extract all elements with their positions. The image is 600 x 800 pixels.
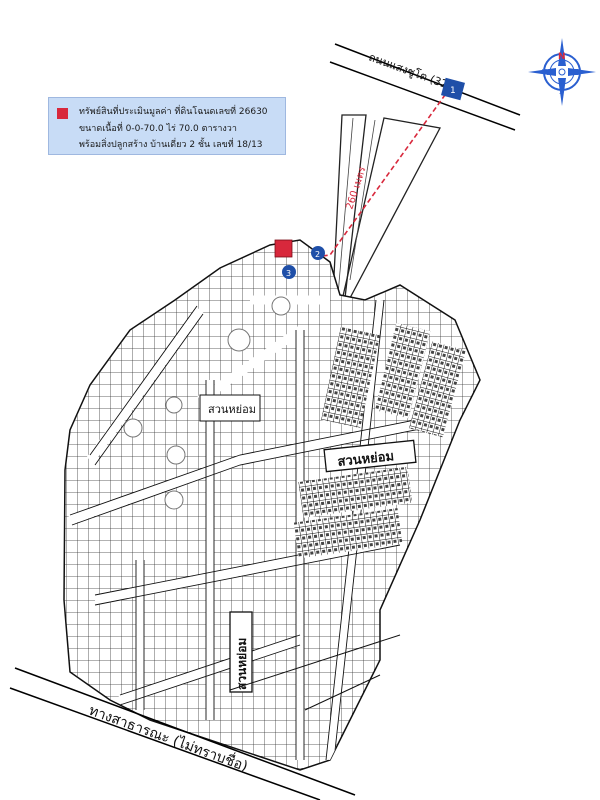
compass-west: W bbox=[542, 68, 550, 77]
top-road bbox=[329, 43, 521, 131]
legend-box: ทรัพย์สินที่ประเมินมูลค่า ที่ดินโฉนดเลขท… bbox=[48, 97, 286, 155]
route-line bbox=[291, 87, 451, 261]
map-marker-1[interactable]: 1 bbox=[441, 77, 465, 101]
legend-line-2: ขนาดเนื้อที่ 0-0-70.0 ไร่ 70.0 ตารางวา bbox=[79, 124, 237, 134]
compass-east: E bbox=[574, 68, 579, 77]
compass-rose: N S W E bbox=[528, 38, 596, 106]
public-road bbox=[9, 667, 356, 800]
compass-south: S bbox=[559, 87, 564, 96]
map-marker-3[interactable]: 3 bbox=[282, 265, 296, 279]
legend-swatch bbox=[57, 108, 68, 119]
estate-area bbox=[63, 239, 481, 771]
legend-line-1: ทรัพย์สินที่ประเมินมูลค่า ที่ดินโฉนดเลขท… bbox=[79, 107, 268, 117]
park-label-2: สวนหย่อม bbox=[337, 449, 395, 470]
marker-3-label: 3 bbox=[286, 269, 291, 278]
marker-2-label: 2 bbox=[315, 250, 320, 259]
map-marker-2[interactable]: 2 bbox=[311, 246, 325, 260]
legend-line-3: พร้อมสิ่งปลูกสร้าง บ้านเดี่ยว 2 ชั้น เลข… bbox=[79, 140, 263, 150]
marker-1-label: 1 bbox=[450, 86, 456, 96]
subject-property-marker bbox=[274, 239, 293, 258]
park-label-3: สวนหย่อม bbox=[235, 638, 249, 690]
park-label-1: สวนหย่อม bbox=[208, 403, 256, 416]
compass-north: N bbox=[558, 52, 566, 62]
